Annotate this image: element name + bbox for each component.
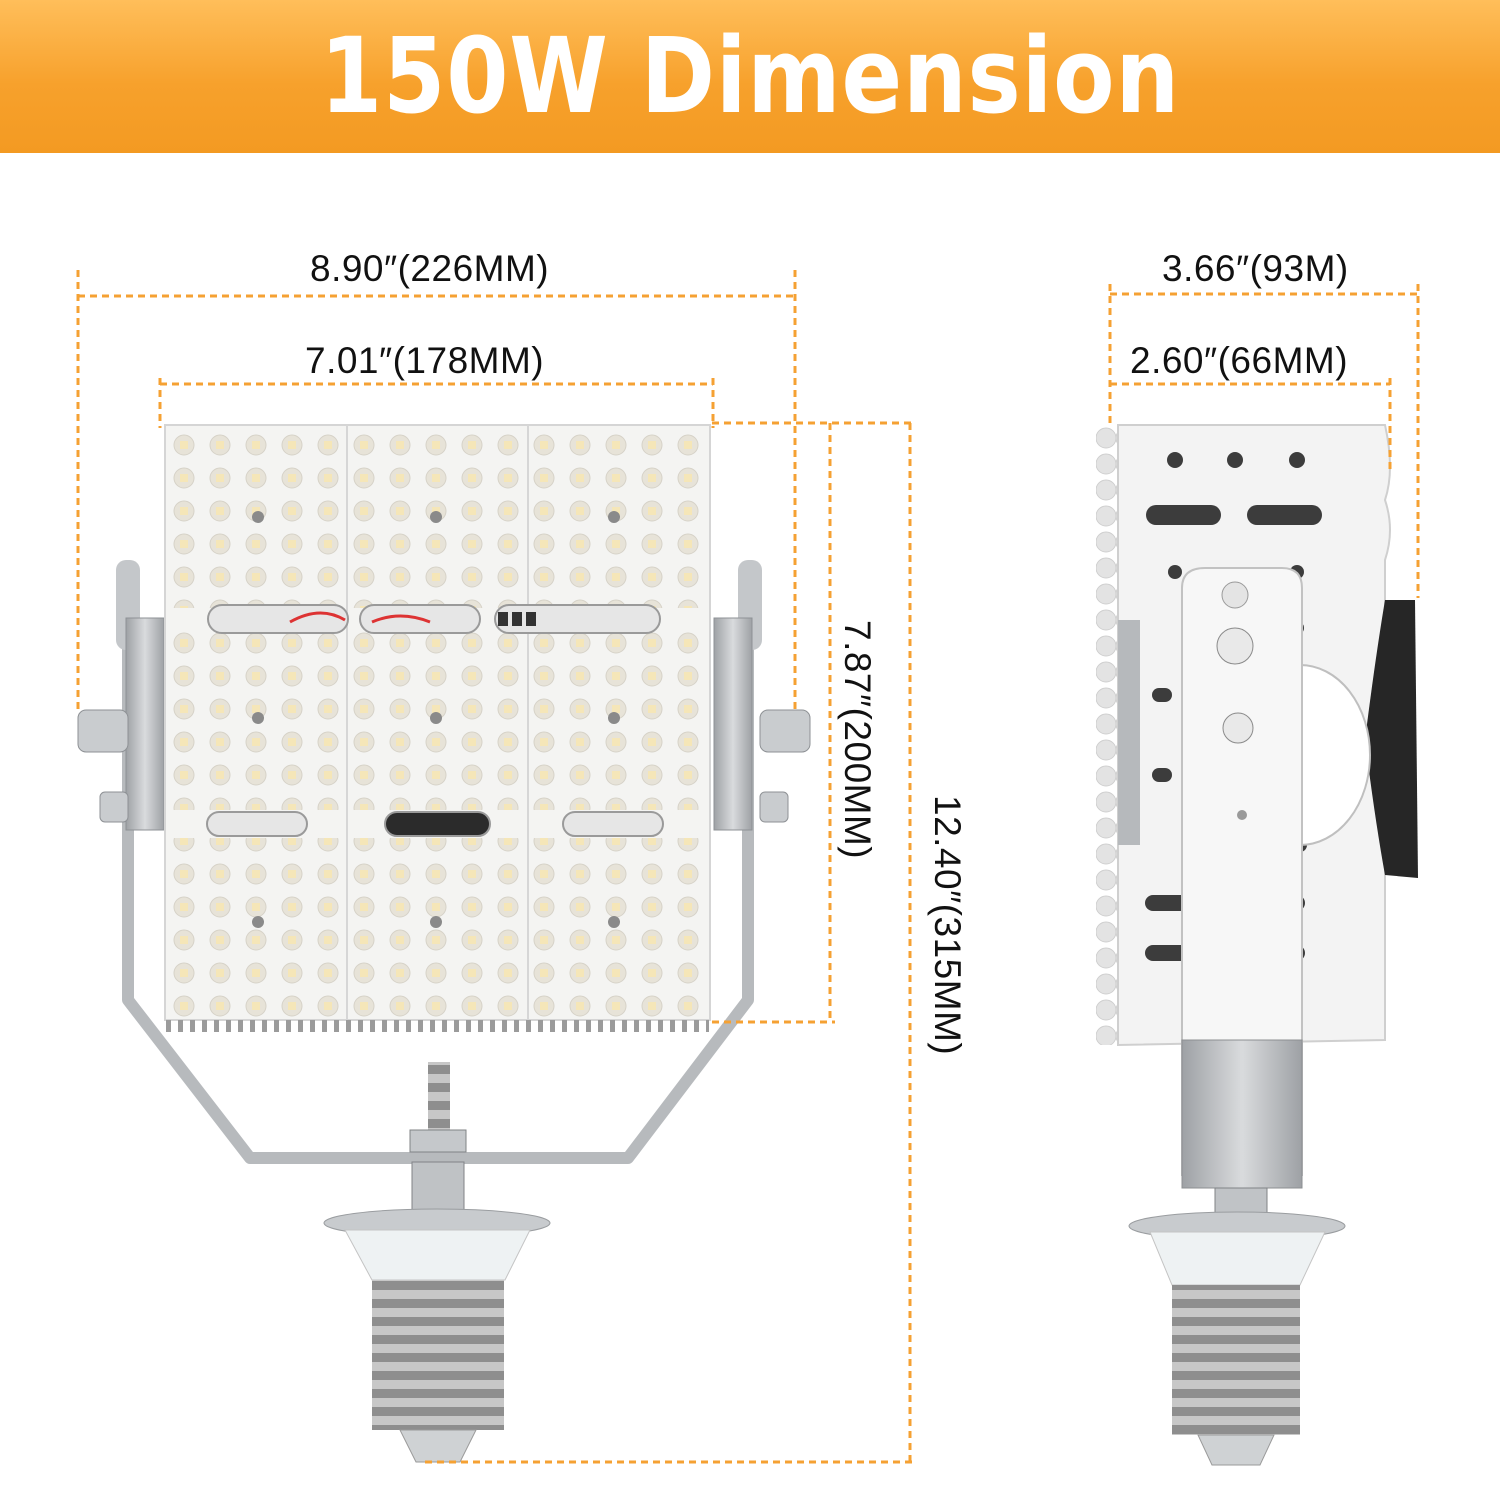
heatsink-fins (166, 1020, 709, 1032)
front-panel-width-label: 7.01″(178MM) (305, 340, 545, 381)
side-driver-box (1365, 600, 1418, 878)
front-view (77, 424, 811, 1463)
mounting-bracket (122, 570, 754, 1164)
page-title: 150W Dimension (320, 15, 1180, 137)
led-array-bottom (166, 838, 709, 1018)
knob-left (77, 709, 129, 753)
side-bracket-arm (1181, 567, 1303, 1176)
front-overall-width-label: 8.90″(226MM) (310, 248, 550, 289)
threaded-stud (428, 1062, 450, 1142)
title-banner (0, 0, 1500, 153)
side-overall-depth-label: 3.66″(93M) (1162, 248, 1349, 289)
dimension-lines (76, 270, 1420, 1464)
knob-right (759, 709, 811, 753)
e39-screw-base (372, 1280, 504, 1430)
side-body-depth-label: 2.60″(66MM) (1130, 340, 1349, 381)
panel-height-label: 7.87″(200MM) (837, 620, 878, 860)
side-screw-base (1172, 1285, 1300, 1435)
side-socket-base (1149, 1231, 1326, 1286)
socket-base (344, 1229, 531, 1281)
overall-height-label: 12.40″(315MM) (927, 795, 968, 1056)
side-mount-plate (1118, 620, 1140, 845)
side-view (1096, 424, 1418, 1466)
side-led-edge (1096, 425, 1118, 1045)
